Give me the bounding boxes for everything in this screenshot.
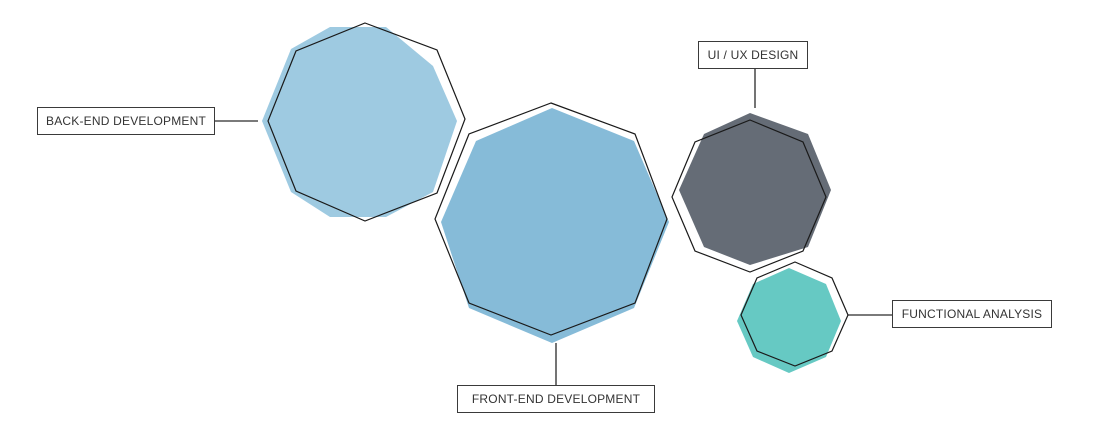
backend-outline	[267, 22, 466, 222]
frontend-label: FRONT-END DEVELOPMENT	[457, 385, 655, 413]
backend-label: BACK-END DEVELOPMENT	[37, 107, 215, 135]
backend-octagon	[262, 22, 466, 222]
functional-outline	[740, 261, 849, 367]
functional-octagon	[737, 261, 849, 373]
uiux-outline	[671, 119, 827, 273]
uiux-label: UI / UX DESIGN	[698, 41, 808, 69]
frontend-outline	[434, 102, 668, 336]
functional-shape	[737, 268, 841, 373]
frontend-shape	[441, 108, 669, 343]
uiux-octagon	[671, 113, 831, 273]
connectors	[215, 69, 892, 385]
uiux-shape	[679, 113, 831, 265]
backend-shape	[262, 27, 457, 217]
frontend-octagon	[434, 102, 669, 343]
functional-analysis-label: FUNCTIONAL ANALYSIS	[892, 300, 1052, 328]
